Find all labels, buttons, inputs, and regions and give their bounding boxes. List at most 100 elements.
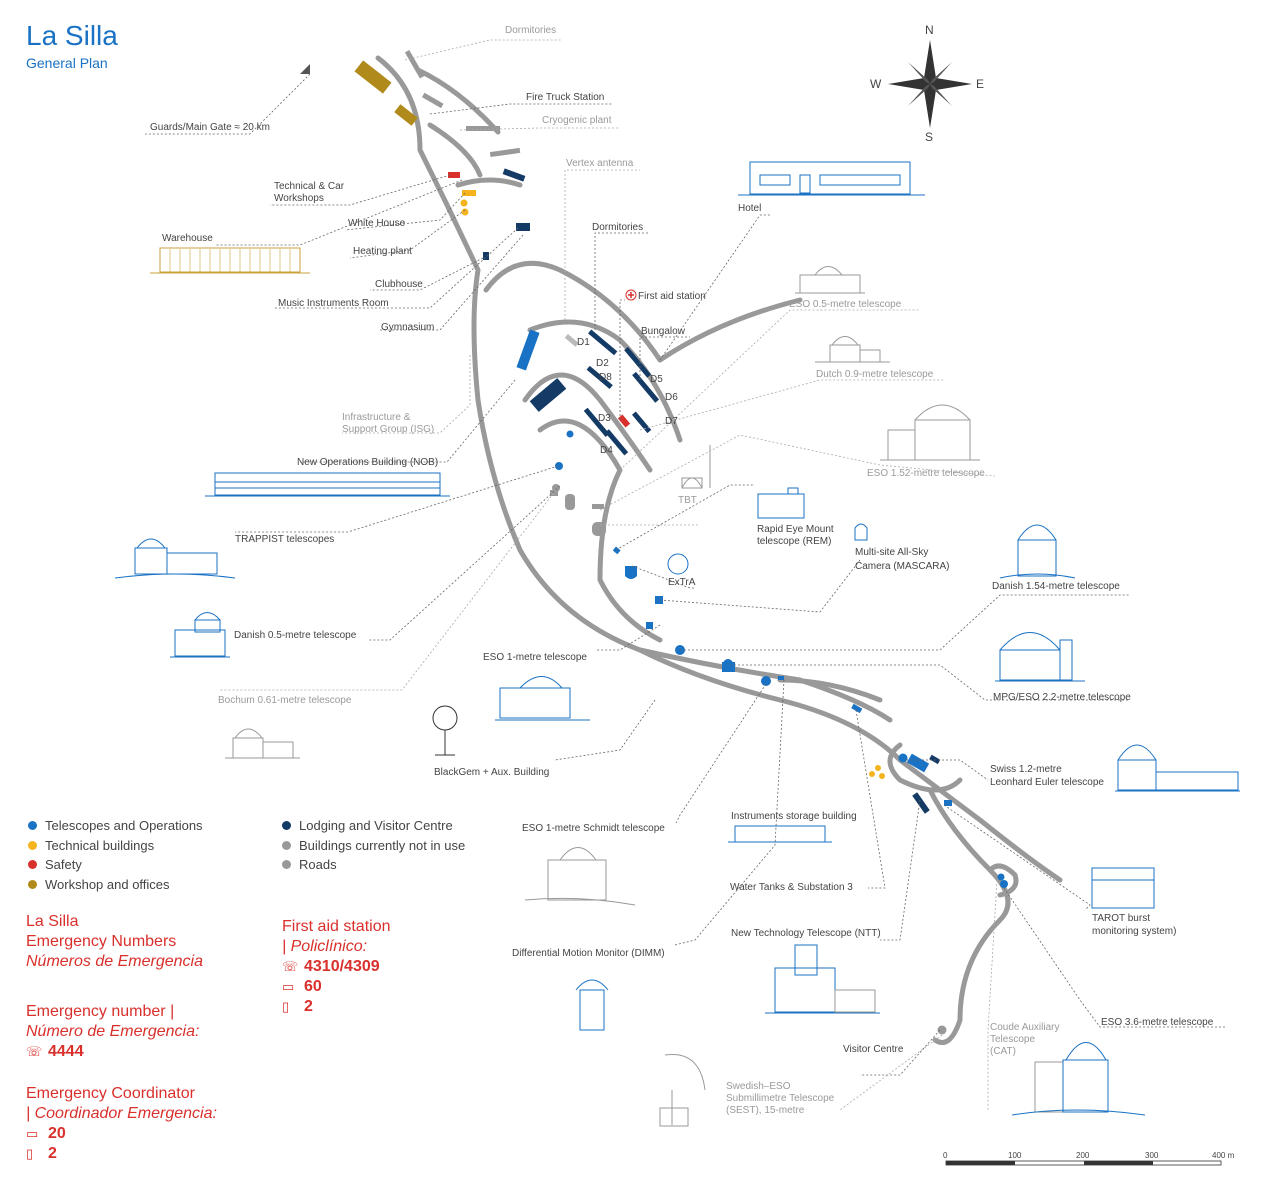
unused-building <box>404 50 425 79</box>
first-aid-building <box>617 414 631 428</box>
roads <box>375 55 1063 1045</box>
label-hotel: Hotel <box>738 203 761 214</box>
legend-label: Buildings currently not in use <box>299 837 466 853</box>
water-tank <box>879 773 885 779</box>
handheld-radio-icon: ▯ <box>282 999 290 1014</box>
first-aid-phone: 4310/4309 <box>304 958 380 975</box>
scale-tick-300: 300 <box>1145 1151 1159 1160</box>
coordinator-radio: 20 <box>48 1125 66 1142</box>
handheld-radio-icon: ▯ <box>26 1146 34 1161</box>
label-rem-2: telescope (REM) <box>757 536 831 547</box>
dormitory-d6 <box>632 371 660 403</box>
workshop-building <box>354 60 392 94</box>
legend-label: Workshop and offices <box>45 876 170 892</box>
label-mascara-1: Multi-site All-Sky <box>855 547 928 558</box>
unused-building <box>421 92 444 109</box>
label-d6: D6 <box>665 392 678 403</box>
label-dormitories-mid: Dormitories <box>592 222 643 233</box>
illustration-tarot <box>1091 867 1155 909</box>
label-schmidt: ESO 1-metre Schmidt telescope <box>522 823 665 834</box>
illustration-mascara <box>854 523 868 541</box>
label-bungalow: Bungalow <box>641 326 686 337</box>
label-sest-1: Swedish–ESO <box>726 1081 791 1092</box>
compass-rose-icon <box>888 40 972 128</box>
phone-icon: ☏ <box>26 1044 43 1059</box>
illustration-eso05 <box>795 266 865 294</box>
eso-36-telescope <box>1000 880 1008 888</box>
emergency-number-row: ☏ 4444 <box>26 1042 199 1062</box>
illustration-eso152 <box>880 404 980 461</box>
label-tech-car-1: Technical & Car <box>274 181 345 192</box>
telescope <box>851 703 863 714</box>
unused-building <box>550 490 558 496</box>
nob-building <box>516 329 540 371</box>
illustration-instruments-storage <box>728 825 832 843</box>
first-aid-cross-icon <box>628 292 634 298</box>
illustration-tbt <box>681 445 711 489</box>
first-aid-mobile: 2 <box>304 998 313 1015</box>
cat-telescope <box>997 873 1005 881</box>
label-sest-3: (SEST), 15-metre <box>726 1105 805 1116</box>
illustration-warehouse <box>150 247 310 274</box>
label-rem-1: Rapid Eye Mount <box>757 524 834 535</box>
illustration-nob <box>205 472 450 497</box>
label-swiss-1: Swiss 1.2-metre <box>990 764 1062 775</box>
radio-icon: ▭ <box>282 979 295 994</box>
label-visitor: Visitor Centre <box>843 1044 904 1055</box>
first-aid-radio-row: ▭60 <box>282 977 390 997</box>
emergency-coordinator-block: Emergency Coordinator | Coordinador Emer… <box>26 1084 217 1164</box>
label-cat-3: (CAT) <box>990 1046 1016 1057</box>
telescopes-dot-icon <box>28 821 37 831</box>
label-blackgem: BlackGem + Aux. Building <box>434 767 549 778</box>
instruments-storage <box>912 792 930 814</box>
label-cat-1: Coude Auxiliary <box>990 1022 1059 1033</box>
label-heating: Heating plant <box>353 246 412 257</box>
label-cryogenic: Cryogenic plant <box>542 115 612 126</box>
unused-building <box>592 522 606 536</box>
coordinator-es: | Coordinador Emergencia: <box>26 1105 217 1122</box>
workshop-dot-icon <box>28 879 37 889</box>
telescope <box>625 566 637 579</box>
label-tarot-2: monitoring system) <box>1092 926 1176 937</box>
unused-building <box>592 504 604 509</box>
label-eso05: ESO 0.5-metre telescope <box>789 299 902 310</box>
legend-label: Roads <box>299 857 337 873</box>
dormitory-d5 <box>624 346 652 378</box>
buildings <box>300 50 1008 1035</box>
phone-icon: ☏ <box>282 959 299 974</box>
illustration-schmidt <box>524 847 636 906</box>
water-tank <box>869 771 875 777</box>
swiss-telescope <box>898 753 908 763</box>
label-first-aid: First aid station <box>638 291 706 302</box>
legend-left: Telescopes and Operations Technical buil… <box>28 816 203 894</box>
illustration-rem <box>757 487 805 519</box>
legend-right: Lodging and Visitor Centre Buildings cur… <box>282 816 465 875</box>
first-aid-phone-row: ☏ 4310/4309 <box>282 957 390 977</box>
workshop-building <box>394 104 418 126</box>
label-d4: D4 <box>600 445 613 456</box>
legend-item: Buildings currently not in use <box>282 836 465 856</box>
technical-building <box>461 208 469 216</box>
telescope <box>646 622 653 629</box>
lodging-building <box>529 378 567 412</box>
roads-dot-icon <box>282 860 291 870</box>
legend-item: Technical buildings <box>28 836 203 856</box>
label-dutch: Dutch 0.9-metre telescope <box>816 369 934 380</box>
illustration-danish154 <box>999 524 1076 579</box>
label-instr-storage: Instruments storage building <box>731 811 857 822</box>
coordinator-mobile: 2 <box>48 1145 57 1162</box>
vertex-antenna <box>564 333 579 347</box>
label-sest-2: Submillimetre Telescope <box>726 1093 835 1104</box>
dormitory-d8 <box>586 365 613 389</box>
lodging-building <box>502 168 526 182</box>
label-danish154: Danish 1.54-metre telescope <box>992 581 1120 592</box>
emergency-number-es: Número de Emergencia: <box>26 1023 200 1040</box>
telescope <box>655 596 663 604</box>
coordinator-mobile-row: ▯2 <box>26 1144 217 1164</box>
safety-building <box>448 172 460 178</box>
emergency-number: 4444 <box>48 1043 84 1060</box>
lodging-building <box>483 252 489 260</box>
technical-building <box>460 199 468 207</box>
dormitory-d3 <box>583 407 610 437</box>
